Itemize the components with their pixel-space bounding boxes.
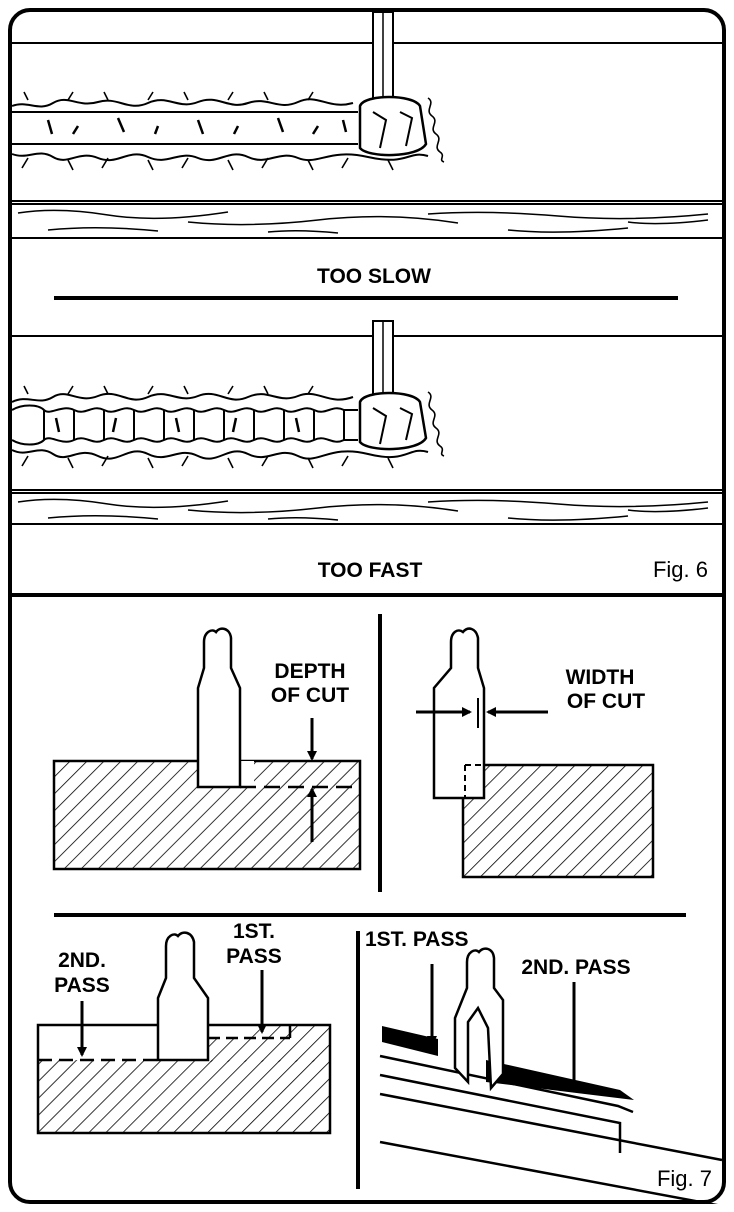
fig6-panel: TOO SLOW [11,11,722,582]
fig6-caption: Fig. 6 [653,557,708,582]
left-second-pass-line1: 2ND. [58,949,106,972]
depth-label-line2: OF CUT [271,684,349,707]
too-fast-label: TOO FAST [318,559,423,582]
right-second-pass-label: 2ND. PASS [521,956,630,979]
too-slow-label: TOO SLOW [317,265,431,288]
depth-of-cut-diagram: DEPTH OF CUT [52,627,362,871]
width-of-cut-diagram: WIDTH OF CUT [416,627,655,879]
wood-board-top [12,203,722,239]
passes-depth-diagram: 2ND. PASS 1ST. PASS [36,920,332,1135]
fig7-panel: DEPTH OF CUT WIDTH OF CUT [36,614,723,1204]
width-label-line2: OF CUT [567,690,645,713]
outer-border [8,8,726,1204]
rough-slot-bottom [11,385,445,469]
router-bit-top [358,11,428,157]
left-second-pass-line2: PASS [54,974,110,997]
width-label-line1: WIDTH [566,666,635,689]
right-first-pass-label: 1ST. PASS [365,928,468,951]
router-bit-bottom [358,320,428,451]
too-slow-illustration [11,11,722,239]
burnt-slot-top [11,91,445,171]
depth-label-line1: DEPTH [274,660,345,683]
passes-fence-diagram: 1ST. PASS 2ND. PASS [365,928,723,1204]
too-fast-illustration [11,320,722,525]
left-first-pass-line2: PASS [226,945,282,968]
wood-board-bottom [12,492,722,525]
left-first-pass-line1: 1ST. [233,920,275,943]
figure-sheet: TOO SLOW [8,8,726,1204]
fig7-caption: Fig. 7 [657,1166,712,1191]
